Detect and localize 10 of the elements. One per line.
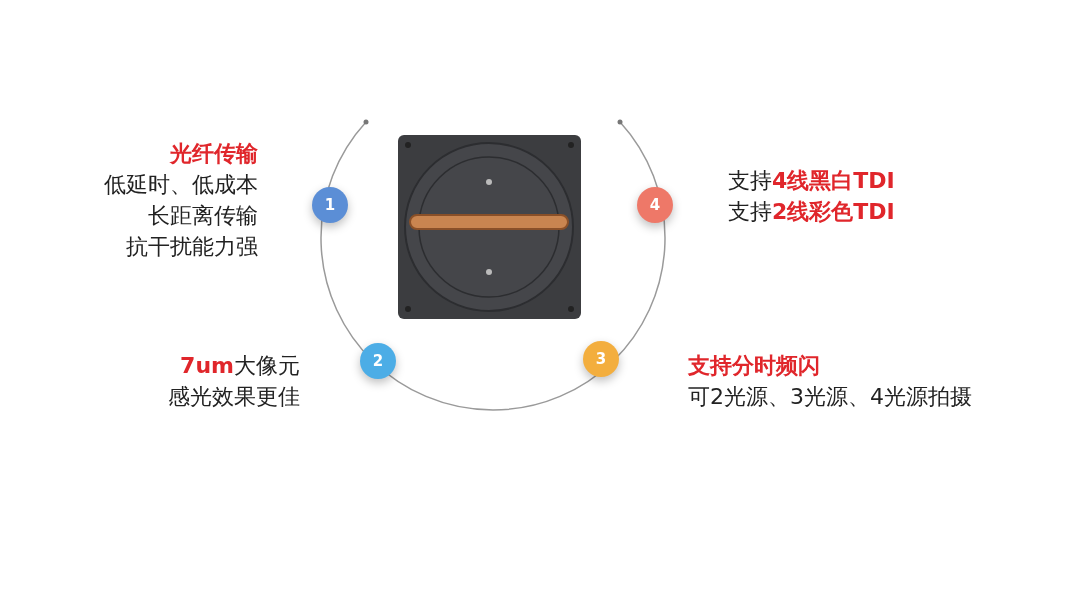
- feature-text: 可2光源、3光源、4光源拍摄: [688, 383, 972, 411]
- feature-text: 低延时、低成本: [104, 171, 258, 199]
- feature-text: 支持2线彩色TDI: [728, 198, 895, 226]
- feature-text: 抗干扰能力强: [126, 233, 258, 261]
- feature-text: 长距离传输: [148, 202, 258, 230]
- feature-text: 感光效果更佳: [168, 383, 300, 411]
- feature-text: 光纤传输: [170, 140, 258, 168]
- feature-text: 支持分时频闪: [688, 352, 820, 380]
- feature-text: 7um大像元: [180, 352, 300, 380]
- feature-text: 支持4线黑白TDI: [728, 167, 895, 195]
